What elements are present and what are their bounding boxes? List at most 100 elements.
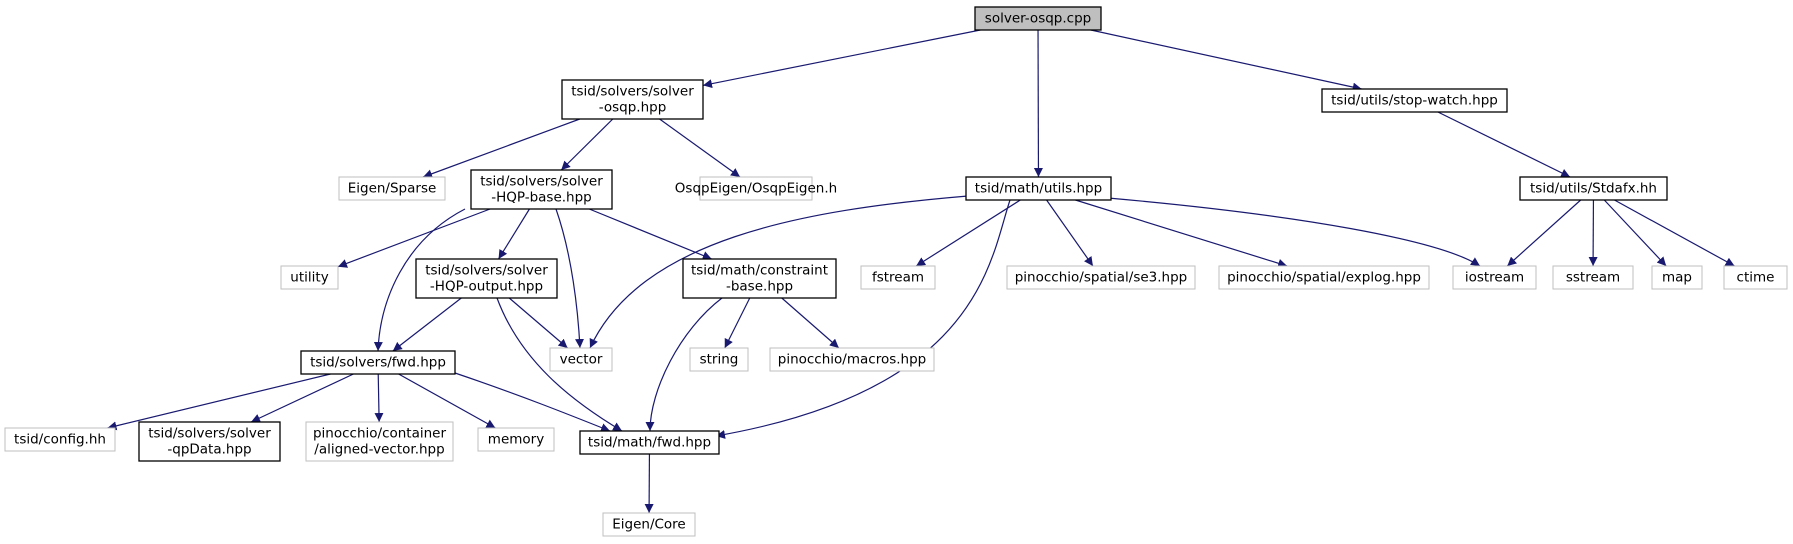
node-box <box>138 421 281 462</box>
node-macros: pinocchio/macros.hpp <box>769 347 935 372</box>
edge-root-to-stop-watch <box>1090 29 1362 92</box>
node-label: pinocchio/macros.hpp <box>778 352 926 368</box>
node-label: tsid/solvers/fwd.hpp <box>310 355 446 371</box>
node-label: Eigen/Sparse <box>348 181 437 197</box>
node-label: OsqpEigen/OsqpEigen.h <box>675 181 837 197</box>
edge-stdafx-to-map <box>1603 199 1667 267</box>
node-box <box>682 258 837 299</box>
node-vector: vector <box>549 347 613 372</box>
node-label: -HQP-output.hpp <box>430 279 543 295</box>
edge-hqp-output-to-solvers-fwd <box>392 297 462 352</box>
node-label: pinocchio/spatial/se3.hpp <box>1015 270 1188 286</box>
edge-solver-osqp-hpp-to-eigen-sparse <box>422 118 581 179</box>
node-box <box>4 427 116 452</box>
node-label: -osqp.hpp <box>599 100 667 116</box>
edge-math-utils-to-iostream <box>1107 197 1481 267</box>
edge-hqp-base-to-constraint-base <box>589 208 712 260</box>
node-box <box>1519 176 1668 201</box>
edge-solver-osqp-hpp-to-hqp-base <box>560 118 614 171</box>
node-iostream: iostream <box>1452 265 1537 290</box>
edge-hqp-base-to-solvers-fwd <box>373 208 466 352</box>
node-constraint-base[interactable]: tsid/math/constraint-base.hpp <box>682 258 837 299</box>
node-box <box>602 512 696 537</box>
node-label: pinocchio/spatial/explog.hpp <box>1227 270 1421 286</box>
edge-math-utils-to-fstream <box>915 199 1021 267</box>
node-box <box>1321 88 1508 113</box>
node-box <box>415 258 558 299</box>
node-label: tsid/utils/stop-watch.hpp <box>1331 93 1498 109</box>
node-box <box>280 265 339 290</box>
node-map: map <box>1651 265 1703 290</box>
node-label: iostream <box>1465 270 1524 286</box>
node-box <box>860 265 936 290</box>
node-box <box>769 347 935 372</box>
node-box <box>305 421 454 462</box>
node-box <box>1552 265 1634 290</box>
edge-solvers-fwd-to-config <box>107 373 331 431</box>
node-fstream: fstream <box>860 265 936 290</box>
node-sstream: sstream <box>1552 265 1634 290</box>
node-solver-osqp-hpp[interactable]: tsid/solvers/solver-osqp.hpp <box>561 79 704 120</box>
edge-constraint-base-to-string <box>724 297 751 349</box>
edge-solvers-fwd-to-memory <box>398 373 496 429</box>
edge-constraint-base-to-macros <box>781 297 840 349</box>
node-se3: pinocchio/spatial/se3.hpp <box>1006 265 1196 290</box>
node-stop-watch[interactable]: tsid/utils/stop-watch.hpp <box>1321 88 1508 113</box>
node-label: vector <box>560 352 603 368</box>
node-math-utils[interactable]: tsid/math/utils.hpp <box>965 176 1112 201</box>
node-osqpeigen: OsqpEigen/OsqpEigen.h <box>675 176 837 201</box>
node-label: tsid/utils/Stdafx.hh <box>1530 181 1657 197</box>
node-utility: utility <box>280 265 339 290</box>
node-explog: pinocchio/spatial/explog.hpp <box>1218 265 1430 290</box>
edge-solver-osqp-hpp-to-osqpeigen <box>659 118 741 178</box>
node-box <box>1006 265 1196 290</box>
edge-hqp-output-to-math-fwd <box>496 297 623 432</box>
node-label: tsid/solvers/solver <box>148 426 271 442</box>
node-label: tsid/solvers/solver <box>425 263 548 279</box>
node-box <box>561 79 704 120</box>
node-box <box>549 347 613 372</box>
edge-constraint-base-to-math-fwd <box>645 297 723 432</box>
node-label: -HQP-base.hpp <box>491 190 592 206</box>
edge-math-utils-to-vector <box>589 195 969 349</box>
edge-hqp-base-to-vector <box>555 208 585 349</box>
edge-solvers-fwd-to-math-fwd <box>454 372 611 432</box>
edge-math-utils-to-math-fwd <box>715 199 1011 439</box>
node-box <box>974 6 1102 31</box>
node-hqp-output[interactable]: tsid/solvers/solver-HQP-output.hpp <box>415 258 558 299</box>
node-layer: solver-osqp.cpptsid/solvers/solver-osqp.… <box>4 6 1788 537</box>
edge-layer <box>107 29 1735 514</box>
node-memory: memory <box>477 427 555 452</box>
node-box <box>338 176 446 201</box>
node-label: -base.hpp <box>726 279 793 295</box>
node-ctime: ctime <box>1723 265 1788 290</box>
node-qpdata[interactable]: tsid/solvers/solver-qpData.hpp <box>138 421 281 462</box>
edge-stdafx-to-ctime <box>1614 199 1735 267</box>
node-math-fwd[interactable]: tsid/math/fwd.hpp <box>579 430 720 455</box>
node-eigen-sparse: Eigen/Sparse <box>338 176 446 201</box>
node-label: tsid/solvers/solver <box>571 84 694 100</box>
node-label: sstream <box>1566 270 1620 286</box>
edge-root-to-solver-osqp-hpp <box>702 29 981 89</box>
node-box <box>1218 265 1430 290</box>
edge-hqp-base-to-utility <box>337 208 491 268</box>
node-label: -qpData.hpp <box>167 442 251 458</box>
node-label: Eigen/Core <box>612 517 686 533</box>
node-hqp-base[interactable]: tsid/solvers/solver-HQP-base.hpp <box>470 169 613 210</box>
node-stdafx[interactable]: tsid/utils/Stdafx.hh <box>1519 176 1668 201</box>
node-label: fstream <box>872 270 924 286</box>
node-label: string <box>700 352 739 368</box>
node-aligned-vector: pinocchio/container/aligned-vector.hpp <box>305 421 454 462</box>
node-box <box>300 350 456 375</box>
node-config: tsid/config.hh <box>4 427 116 452</box>
node-box <box>689 347 749 372</box>
edge-hqp-output-to-vector <box>508 297 568 349</box>
edge-math-utils-to-explog <box>1075 199 1288 268</box>
node-label: tsid/math/fwd.hpp <box>588 435 711 451</box>
node-label: pinocchio/container <box>313 426 447 442</box>
node-solvers-fwd[interactable]: tsid/solvers/fwd.hpp <box>300 350 456 375</box>
edge-math-utils-to-se3 <box>1046 199 1094 267</box>
node-box <box>1452 265 1537 290</box>
node-root[interactable]: solver-osqp.cpp <box>974 6 1102 31</box>
